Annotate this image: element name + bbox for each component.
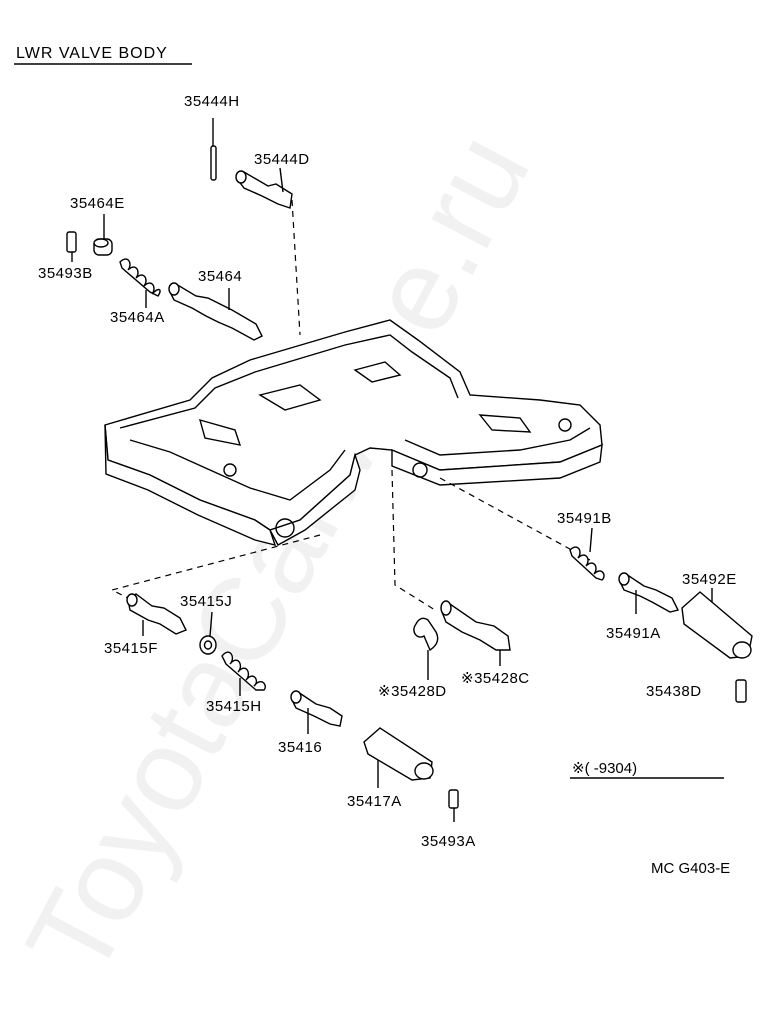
label-35493B: 35493B	[38, 265, 93, 282]
label-35428D: ※35428D	[378, 683, 447, 700]
label-35464: 35464	[198, 268, 242, 285]
label-35428C: ※35428C	[461, 670, 530, 687]
diagram-title: LWR VALVE BODY	[16, 45, 168, 62]
part-35415J[interactable]	[199, 611, 217, 655]
label-35415F: 35415F	[104, 640, 158, 657]
label-35415H: 35415H	[206, 698, 262, 715]
label-35416: 35416	[278, 739, 322, 756]
label-35464E: 35464E	[70, 195, 125, 212]
label-35493A: 35493A	[421, 833, 476, 850]
assembly-line-35428C	[391, 469, 436, 611]
label-35438D: 35438D	[646, 683, 702, 700]
part-35438D[interactable]	[735, 679, 747, 703]
label-35444D: 35444D	[254, 151, 310, 168]
part-35464A[interactable]	[119, 258, 161, 308]
part-35492E[interactable]	[681, 588, 753, 659]
part-35464E[interactable]	[93, 214, 113, 256]
label-35492E: 35492E	[682, 571, 737, 588]
date-range-note: ※( -9304)	[572, 760, 637, 777]
part-35493B[interactable]	[66, 231, 77, 262]
figure-code: MC G403-E	[651, 860, 730, 877]
part-35428D[interactable]	[413, 617, 439, 680]
part-35444H[interactable]	[210, 118, 217, 181]
label-35415J: 35415J	[180, 593, 232, 610]
part-35417A[interactable]	[363, 727, 434, 788]
part-35444D[interactable]	[235, 167, 293, 209]
label-35464A: 35464A	[110, 309, 165, 326]
assembly-line-35444D	[291, 199, 301, 336]
assembly-line-35415F	[110, 534, 321, 601]
part-35493A[interactable]	[448, 789, 459, 822]
part-35428C[interactable]	[440, 600, 511, 666]
label-35444H: 35444H	[184, 93, 240, 110]
lower-valve-body	[104, 319, 603, 546]
label-35491A: 35491A	[606, 625, 661, 642]
part-35416[interactable]	[290, 690, 343, 734]
label-35491B: 35491B	[557, 510, 612, 527]
part-35464[interactable]	[168, 282, 263, 341]
part-35415F[interactable]	[126, 593, 187, 636]
part-35491B[interactable]	[569, 527, 605, 581]
part-35415H[interactable]	[221, 651, 266, 696]
part-35491A[interactable]	[618, 572, 680, 614]
watermark: ToyotaCarMine.ru	[1, 113, 555, 997]
label-35417A: 35417A	[347, 793, 402, 810]
